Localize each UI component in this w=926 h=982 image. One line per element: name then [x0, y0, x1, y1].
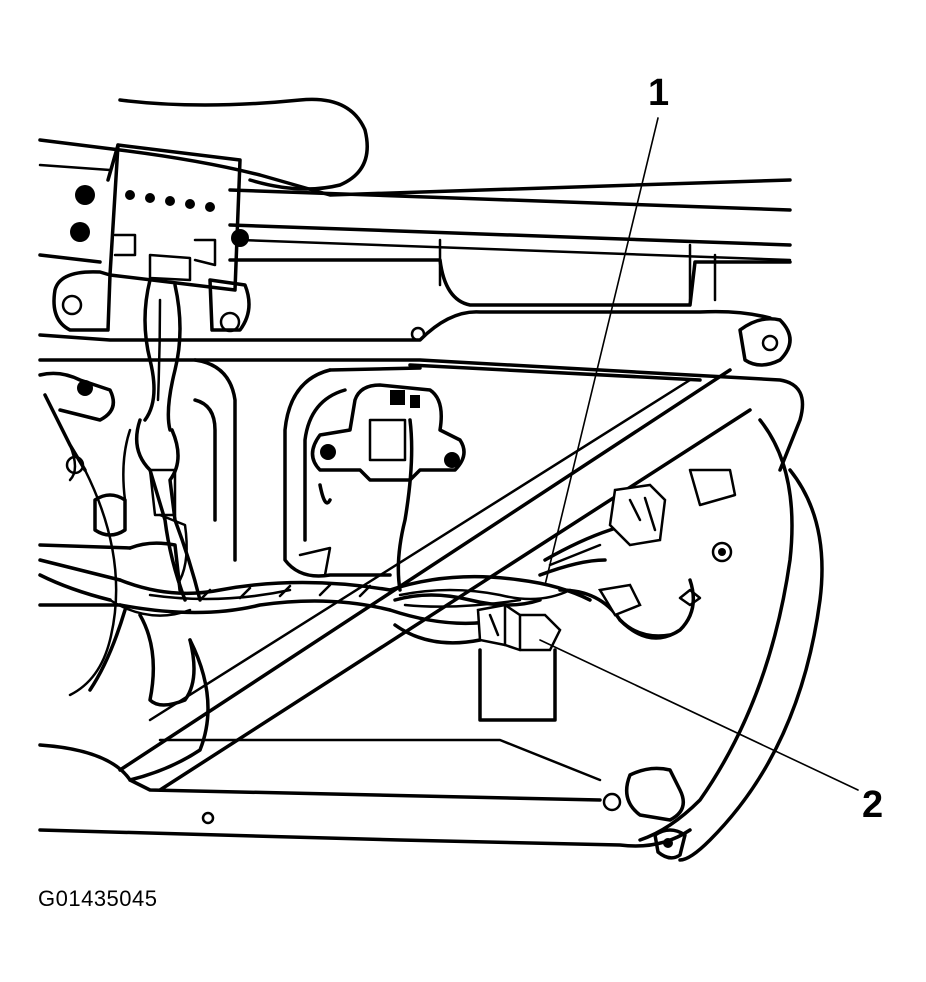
- module-wire-bundle: [122, 278, 202, 602]
- left-latch-area: [38, 358, 237, 697]
- callout-label-2: 2: [862, 784, 884, 826]
- leader-line-2: [539, 639, 859, 791]
- main-wire-harness: [38, 541, 592, 782]
- right-upper-connector: [538, 483, 696, 640]
- upper-door-trim: [38, 97, 792, 262]
- latch-bracket: [298, 383, 466, 592]
- callout-leaders: [539, 117, 859, 791]
- figure-id: G01435045: [38, 886, 158, 911]
- leader-line-1: [544, 117, 659, 586]
- intrusion-beam: [118, 368, 752, 792]
- harness-connector-2: [476, 603, 562, 652]
- center-access-hole: [283, 363, 702, 578]
- callout-label-1: 1: [648, 72, 670, 114]
- door-panel-ledge: [38, 238, 805, 472]
- window-switch-module: [52, 143, 251, 333]
- lower-door-panel: [38, 418, 824, 862]
